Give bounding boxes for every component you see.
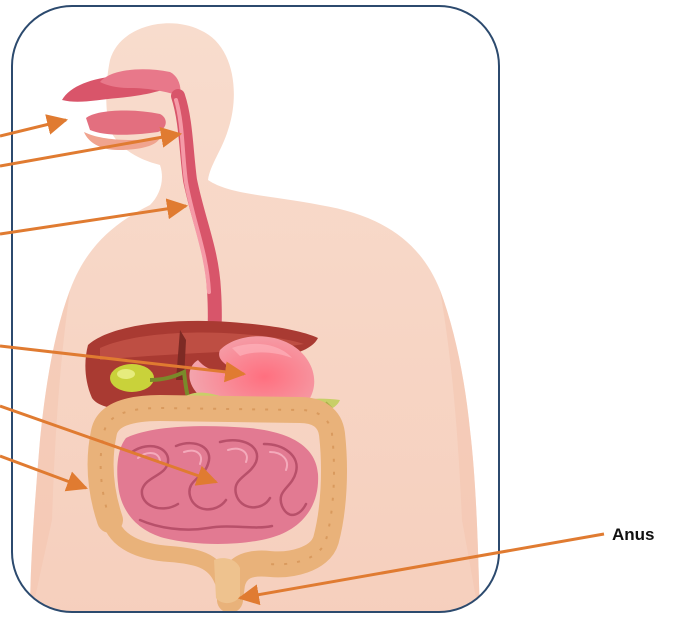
tongue [86, 111, 166, 135]
rectum [214, 558, 240, 603]
gallbladder-shine [117, 369, 135, 379]
label-anus: Anus [612, 525, 655, 544]
arrow-mouth [0, 120, 66, 136]
gallbladder [110, 364, 154, 392]
